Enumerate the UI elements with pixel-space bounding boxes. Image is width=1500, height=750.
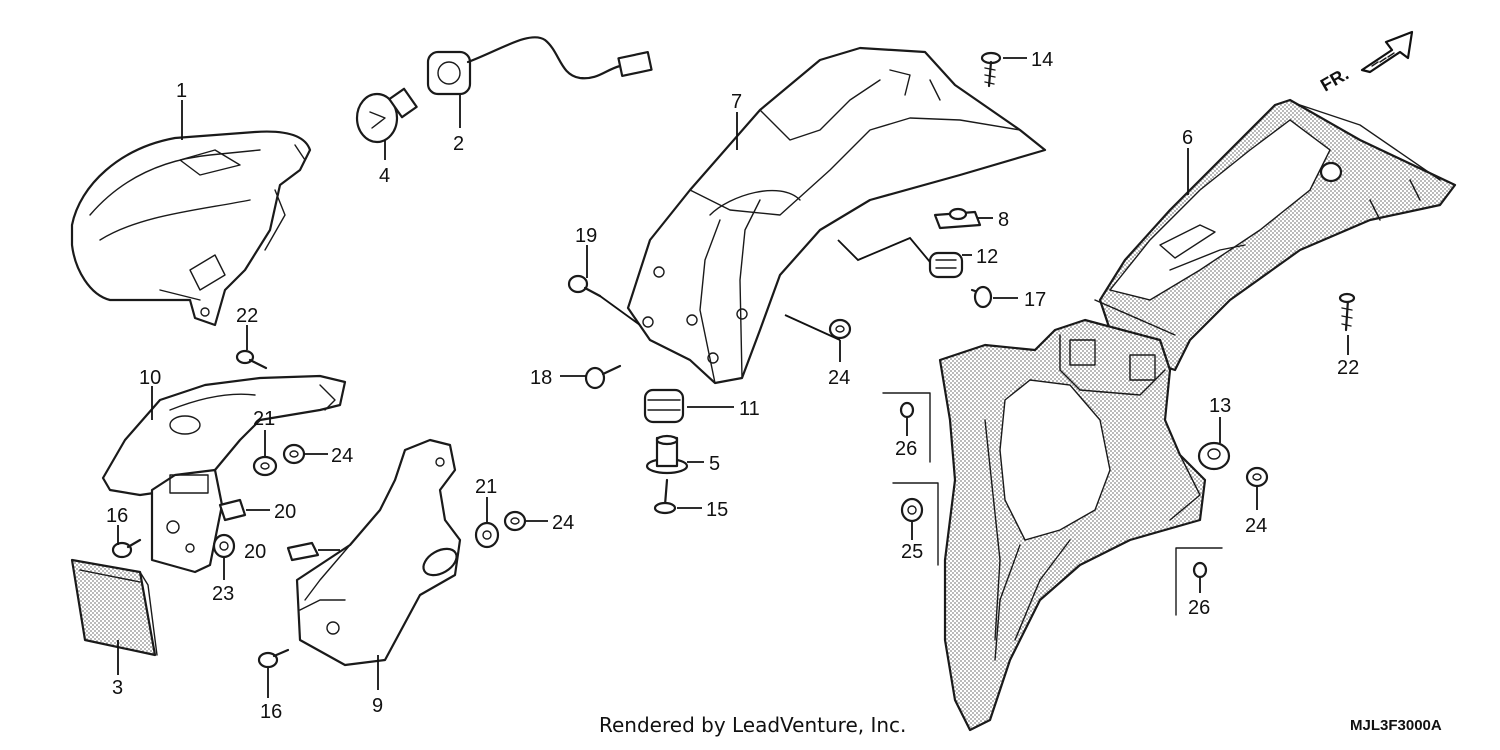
callout-20b: 20 xyxy=(244,541,266,563)
callout-13: 13 xyxy=(1209,395,1231,417)
part-19-screw[interactable] xyxy=(567,274,602,298)
callout-15: 15 xyxy=(706,499,728,521)
part-25-clip[interactable] xyxy=(900,497,924,523)
part-20-clip-a[interactable] xyxy=(218,498,247,522)
front-arrow-icon xyxy=(1360,30,1414,74)
callout-22b: 22 xyxy=(1337,357,1359,379)
part-14-screw[interactable] xyxy=(980,51,1002,88)
callout-24a: 24 xyxy=(828,367,850,389)
front-direction-indicator: FR. xyxy=(1317,30,1414,96)
part-3-reflector[interactable] xyxy=(70,558,158,657)
callout-14: 14 xyxy=(1031,49,1053,71)
part-24-nut-d[interactable] xyxy=(1245,466,1269,488)
part-24-nut-a[interactable] xyxy=(828,318,852,340)
part-11-grommet[interactable] xyxy=(643,388,685,424)
callout-6: 6 xyxy=(1182,127,1193,149)
callout-25: 25 xyxy=(901,541,923,563)
part-16-screw-b[interactable] xyxy=(257,648,290,669)
part-6-rear-fender-outer[interactable] xyxy=(1098,98,1457,372)
part-26-clip-b[interactable] xyxy=(1192,561,1208,579)
callout-24b: 24 xyxy=(331,445,353,467)
callout-4: 4 xyxy=(379,165,390,187)
callout-24d: 24 xyxy=(1245,515,1267,537)
callout-24c: 24 xyxy=(552,512,574,534)
part-10-license-bracket[interactable] xyxy=(101,374,347,574)
part-22-screw-b[interactable] xyxy=(1338,292,1356,332)
part-22-screw-a[interactable] xyxy=(235,349,268,370)
part-23-nut[interactable] xyxy=(212,533,236,559)
part-2-socket-harness[interactable] xyxy=(426,36,653,96)
callout-17: 17 xyxy=(1024,289,1046,311)
callout-18: 18 xyxy=(530,367,552,389)
leader-lines xyxy=(117,57,1349,698)
part-26-clip-a[interactable] xyxy=(899,401,915,419)
front-arrow-hatch xyxy=(1371,52,1395,67)
callout-26b: 26 xyxy=(1188,597,1210,619)
callout-7: 7 xyxy=(731,91,742,113)
part-4-bulb[interactable] xyxy=(355,87,418,144)
part-1-tail-light-cover[interactable] xyxy=(70,130,312,327)
part-16-screw-a[interactable] xyxy=(111,538,142,559)
callout-16a: 16 xyxy=(106,505,128,527)
callout-11: 11 xyxy=(739,398,760,420)
callout-22a: 22 xyxy=(236,305,258,327)
diagram-code: MJL3F3000A xyxy=(1350,717,1442,734)
callout-23: 23 xyxy=(212,583,234,605)
part-24-nut-c[interactable] xyxy=(503,510,527,532)
part-24-nut-b[interactable] xyxy=(282,443,306,465)
part-5-collar[interactable] xyxy=(645,434,689,475)
part-12-grommet[interactable] xyxy=(928,251,964,279)
callout-numbers: 1 2 3 4 5 6 7 8 9 10 11 12 13 14 15 16 1… xyxy=(106,49,1359,723)
front-direction-label: FR. xyxy=(1317,64,1352,96)
callout-5: 5 xyxy=(709,453,720,475)
callout-10: 10 xyxy=(139,367,161,389)
callout-21b: 21 xyxy=(475,476,497,498)
callout-16b: 16 xyxy=(260,701,282,723)
part-20-clip-b[interactable] xyxy=(286,541,320,562)
callout-8: 8 xyxy=(998,209,1009,231)
part-21-washer-b[interactable] xyxy=(474,521,500,549)
callout-19: 19 xyxy=(575,225,597,247)
callout-21a: 21 xyxy=(253,408,275,430)
part-17-bolt[interactable] xyxy=(970,285,993,309)
part-13-grommet[interactable] xyxy=(1197,441,1231,471)
callout-26a: 26 xyxy=(895,438,917,460)
rear-mudguard[interactable] xyxy=(938,299,1207,732)
part-8-clip-nut[interactable] xyxy=(933,207,982,230)
part-18-bolt[interactable] xyxy=(584,364,622,390)
callout-3: 3 xyxy=(112,677,123,699)
callout-20a: 20 xyxy=(274,501,296,523)
callout-9: 9 xyxy=(372,695,383,717)
callout-1: 1 xyxy=(176,80,187,102)
part-7-rear-fender-inner[interactable] xyxy=(626,46,1047,385)
part-21-washer-a[interactable] xyxy=(252,455,278,477)
part-15-bolt[interactable] xyxy=(653,478,677,515)
callout-2: 2 xyxy=(453,133,464,155)
rendered-by-credit: Rendered by LeadVenture, Inc. xyxy=(599,713,906,737)
part-9-side-bracket[interactable] xyxy=(295,438,462,667)
callout-12: 12 xyxy=(976,246,998,268)
